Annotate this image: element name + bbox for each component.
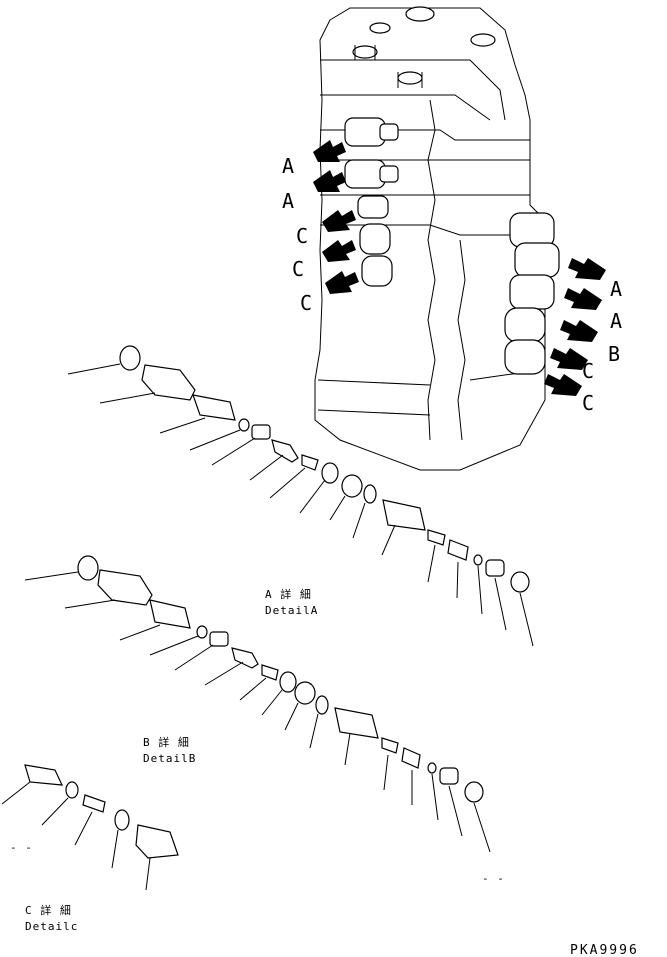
- callout-left-1: A: [282, 154, 294, 178]
- detail-c-caption-jp: C 詳 細: [25, 903, 72, 917]
- callout-right-1: A: [610, 277, 622, 301]
- callout-right-3: B: [608, 342, 620, 366]
- arrow-icon: [322, 240, 356, 262]
- arrow-icon: [313, 170, 346, 192]
- arrow-icon: [568, 258, 606, 280]
- drawing-code: PKA9996: [570, 943, 639, 957]
- arrow-icon: [325, 271, 359, 294]
- blank-mark-2: - -: [482, 872, 505, 885]
- detail-a-caption-jp: A 詳 細: [265, 587, 312, 601]
- detail-a-caption-en: DetailA: [265, 604, 318, 617]
- callout-right-4: C: [582, 359, 594, 383]
- right-port-plugs: [504, 212, 560, 375]
- callout-left-4: C: [292, 257, 304, 281]
- detail-b-caption-en: DetailB: [143, 752, 196, 765]
- callout-right-5: C: [582, 391, 594, 415]
- arrow-icon: [564, 288, 602, 310]
- arrow-icon: [313, 140, 346, 162]
- detail-c-caption-en: Detailc: [25, 920, 78, 933]
- detail-c-parts: [1, 764, 179, 891]
- arrow-icon: [544, 374, 582, 396]
- callout-left-5: C: [300, 291, 312, 315]
- arrow-icon: [560, 320, 598, 342]
- callout-right-2: A: [610, 309, 622, 333]
- blank-mark-1: - -: [10, 841, 33, 854]
- detail-a-parts: [67, 345, 534, 647]
- arrow-icon: [550, 348, 588, 370]
- callout-left-2: A: [282, 189, 294, 213]
- detail-b-parts: [24, 555, 491, 853]
- right-arrows: [544, 258, 606, 396]
- control-valve-body: [314, 6, 546, 471]
- arrow-icon: [322, 210, 356, 232]
- callout-left-3: C: [296, 224, 308, 248]
- detail-b-caption-jp: B 詳 細: [143, 735, 190, 749]
- left-port-plugs: [344, 117, 399, 287]
- left-arrows: [313, 140, 359, 294]
